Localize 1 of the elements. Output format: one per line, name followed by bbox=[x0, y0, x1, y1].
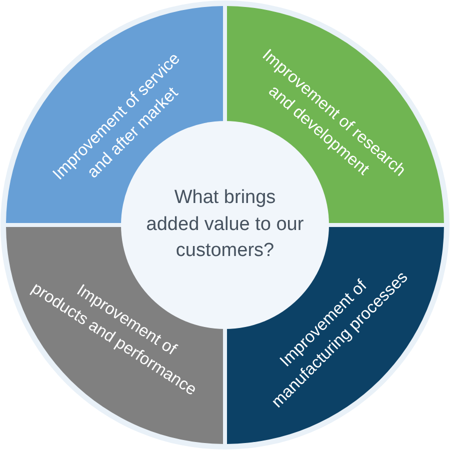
question-text: What brings added value to our customers? bbox=[146, 186, 304, 264]
